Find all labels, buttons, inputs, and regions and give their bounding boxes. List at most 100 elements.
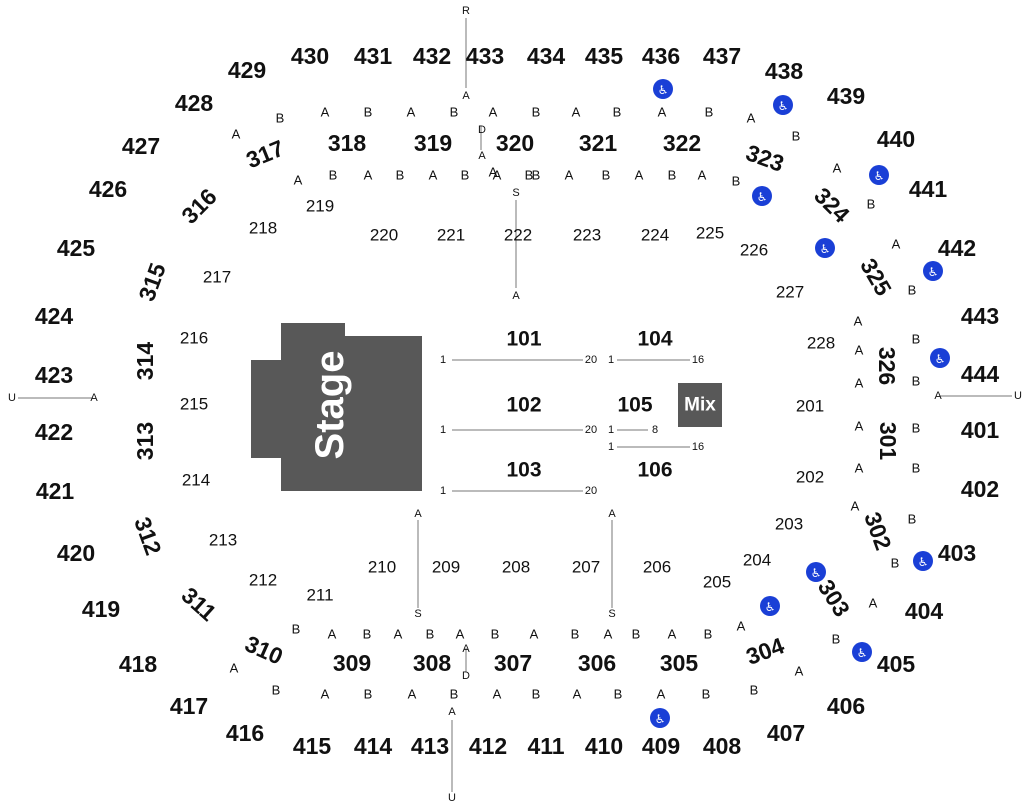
section-411[interactable]: 411 bbox=[527, 733, 564, 759]
aisle-row-letter[interactable]: B bbox=[750, 683, 759, 698]
section-405[interactable]: 405 bbox=[877, 651, 916, 677]
section-440[interactable]: 440 bbox=[877, 126, 915, 152]
section-324[interactable]: 324 bbox=[809, 182, 855, 228]
section-323[interactable]: 323 bbox=[743, 139, 788, 177]
aisle-row-letter[interactable]: B bbox=[461, 168, 470, 183]
aisle-row-letter[interactable]: A bbox=[530, 627, 539, 642]
section-228[interactable]: 228 bbox=[807, 334, 835, 353]
section-404[interactable]: 404 bbox=[905, 598, 944, 624]
aisle-row-letter[interactable]: B bbox=[364, 105, 373, 120]
section-429[interactable]: 429 bbox=[228, 57, 266, 83]
section-409[interactable]: 409 bbox=[642, 733, 680, 759]
section-202[interactable]: 202 bbox=[796, 468, 824, 487]
aisle-row-letter[interactable]: B bbox=[363, 627, 372, 642]
section-106[interactable]: 106 bbox=[637, 459, 672, 482]
section-407[interactable]: 407 bbox=[767, 720, 805, 746]
section-215[interactable]: 215 bbox=[180, 395, 208, 414]
section-427[interactable]: 427 bbox=[122, 133, 160, 159]
aisle-row-letter[interactable]: B bbox=[908, 283, 917, 298]
aisle-row-letter[interactable]: A bbox=[429, 168, 438, 183]
section-401[interactable]: 401 bbox=[961, 417, 1000, 443]
section-436[interactable]: 436 bbox=[642, 43, 680, 69]
row-letter[interactable]: S bbox=[512, 187, 519, 199]
row-letter[interactable]: A bbox=[462, 643, 470, 655]
aisle-row-letter[interactable]: B bbox=[571, 627, 580, 642]
section-317[interactable]: 317 bbox=[242, 135, 287, 173]
section-415[interactable]: 415 bbox=[293, 733, 332, 759]
aisle-row-letter[interactable]: B bbox=[668, 168, 677, 183]
aisle-row-letter[interactable]: B bbox=[632, 627, 641, 642]
section-217[interactable]: 217 bbox=[203, 268, 231, 287]
aisle-row-letter[interactable]: B bbox=[867, 197, 876, 212]
section-321[interactable]: 321 bbox=[579, 130, 618, 156]
section-220[interactable]: 220 bbox=[370, 226, 398, 245]
section-422[interactable]: 422 bbox=[35, 419, 73, 445]
floor-row-label[interactable]: 1 bbox=[440, 424, 446, 436]
section-210[interactable]: 210 bbox=[368, 558, 396, 577]
section-437[interactable]: 437 bbox=[703, 43, 741, 69]
aisle-row-letter[interactable]: B bbox=[891, 556, 900, 571]
section-205[interactable]: 205 bbox=[703, 573, 731, 592]
floor-row-label[interactable]: 20 bbox=[585, 354, 597, 366]
row-letter[interactable]: U bbox=[8, 392, 16, 404]
aisle-row-letter[interactable]: B bbox=[491, 627, 500, 642]
aisle-row-letter[interactable]: A bbox=[456, 627, 465, 642]
aisle-row-letter[interactable]: A bbox=[737, 619, 746, 634]
section-438[interactable]: 438 bbox=[765, 58, 804, 84]
section-224[interactable]: 224 bbox=[641, 226, 669, 245]
aisle-row-letter[interactable]: B bbox=[912, 461, 921, 476]
aisle-row-letter[interactable]: A bbox=[321, 105, 330, 120]
row-letter[interactable]: A bbox=[90, 392, 98, 404]
section-432[interactable]: 432 bbox=[413, 43, 451, 69]
section-204[interactable]: 204 bbox=[743, 551, 771, 570]
aisle-row-letter[interactable]: B bbox=[732, 174, 741, 189]
section-207[interactable]: 207 bbox=[572, 558, 600, 577]
section-414[interactable]: 414 bbox=[354, 733, 393, 759]
row-letter[interactable]: A bbox=[512, 290, 520, 302]
section-403[interactable]: 403 bbox=[938, 540, 976, 566]
aisle-row-letter[interactable]: A bbox=[394, 627, 403, 642]
section-305[interactable]: 305 bbox=[660, 650, 699, 676]
section-105[interactable]: 105 bbox=[617, 394, 652, 417]
section-413[interactable]: 413 bbox=[411, 733, 449, 759]
section-443[interactable]: 443 bbox=[961, 303, 999, 329]
aisle-row-letter[interactable]: A bbox=[364, 168, 373, 183]
section-227[interactable]: 227 bbox=[776, 283, 804, 302]
section-206[interactable]: 206 bbox=[643, 558, 671, 577]
section-214[interactable]: 214 bbox=[182, 471, 210, 490]
floor-row-label[interactable]: 1 bbox=[440, 485, 446, 497]
section-219[interactable]: 219 bbox=[306, 197, 334, 216]
aisle-row-letter[interactable]: B bbox=[912, 421, 921, 436]
section-226[interactable]: 226 bbox=[740, 241, 768, 260]
row-letter[interactable]: A bbox=[414, 508, 422, 520]
aisle-row-letter[interactable]: A bbox=[489, 105, 498, 120]
section-419[interactable]: 419 bbox=[82, 596, 120, 622]
aisle-row-letter[interactable]: B bbox=[908, 512, 917, 527]
aisle-row-letter[interactable]: A bbox=[855, 461, 864, 476]
row-letter[interactable]: S bbox=[414, 608, 421, 620]
section-312[interactable]: 312 bbox=[129, 514, 167, 559]
aisle-row-letter[interactable]: A bbox=[855, 343, 864, 358]
aisle-row-letter[interactable]: A bbox=[892, 237, 901, 252]
row-letter[interactable]: S bbox=[608, 608, 615, 620]
section-441[interactable]: 441 bbox=[909, 176, 948, 202]
section-222[interactable]: 222 bbox=[504, 226, 532, 245]
section-314[interactable]: 314 bbox=[132, 342, 158, 381]
section-318[interactable]: 318 bbox=[328, 130, 367, 156]
aisle-row-letter[interactable]: A bbox=[855, 376, 864, 391]
aisle-row-letter[interactable]: B bbox=[364, 687, 373, 702]
section-420[interactable]: 420 bbox=[57, 540, 95, 566]
section-103[interactable]: 103 bbox=[506, 459, 541, 482]
aisle-row-letter[interactable]: A bbox=[698, 168, 707, 183]
section-402[interactable]: 402 bbox=[961, 476, 999, 502]
aisle-row-letter[interactable]: A bbox=[328, 627, 337, 642]
section-213[interactable]: 213 bbox=[209, 531, 237, 550]
aisle-row-letter[interactable]: A bbox=[572, 105, 581, 120]
section-315[interactable]: 315 bbox=[133, 259, 171, 304]
aisle-row-letter[interactable]: A bbox=[493, 168, 502, 183]
section-433[interactable]: 433 bbox=[466, 43, 504, 69]
aisle-row-letter[interactable]: B bbox=[792, 129, 801, 144]
aisle-row-letter[interactable]: A bbox=[657, 687, 666, 702]
aisle-row-letter[interactable]: B bbox=[329, 168, 338, 183]
section-101[interactable]: 101 bbox=[506, 328, 541, 351]
